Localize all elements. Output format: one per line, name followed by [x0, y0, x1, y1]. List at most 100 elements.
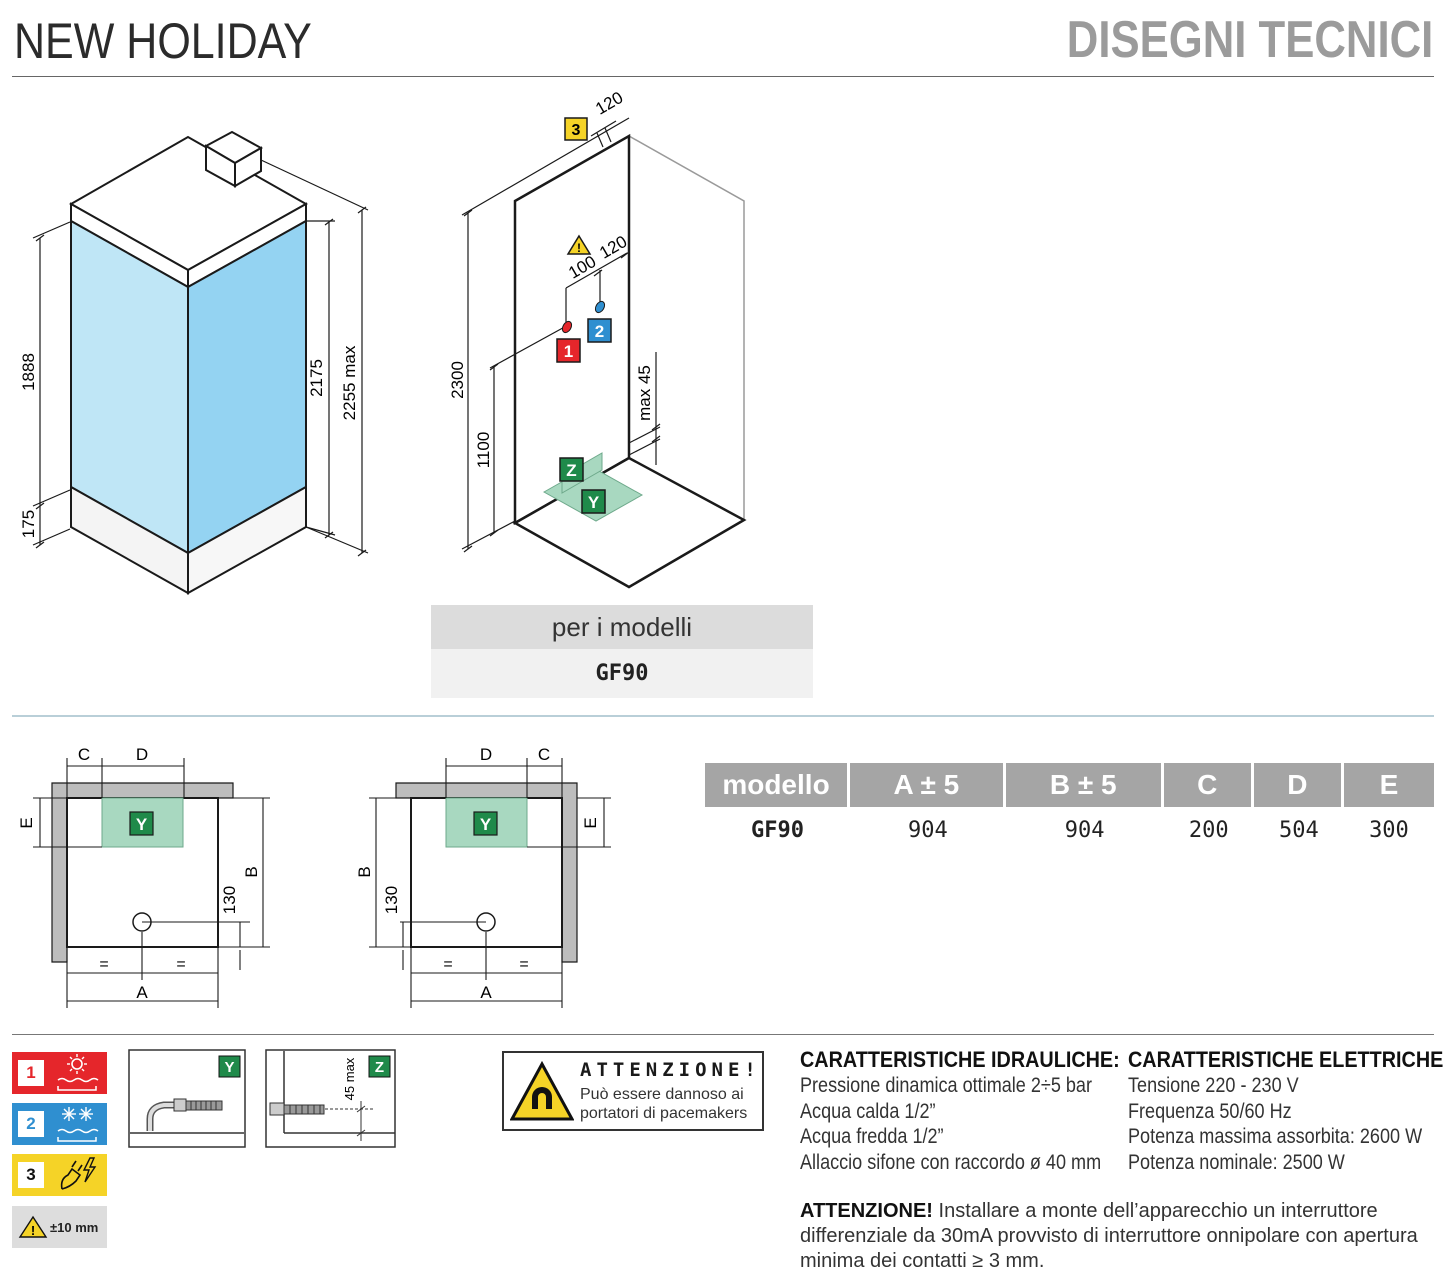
cell-a: 904 — [907, 817, 948, 843]
svg-text:!: ! — [31, 1223, 35, 1238]
dim-2300: 2300 — [448, 361, 467, 399]
legend-cold-water: 2 — [12, 1103, 107, 1145]
cell-c: 200 — [1188, 817, 1229, 843]
warning-line-2: portatori di pacemakers — [580, 1105, 748, 1122]
hydraulic-specs: CARATTERISTICHE IDRAULICHE: Pressione di… — [800, 1047, 1155, 1175]
hydraulic-line-3: Acqua fredda 1/2” — [800, 1125, 944, 1148]
hydraulic-line-1: Pressione dinamica ottimale 2÷5 bar — [800, 1074, 1092, 1097]
legend-tolerance: ! ±10 mm — [12, 1206, 107, 1248]
plan-left-c: C — [78, 745, 90, 764]
plan-right-y-label: Y — [480, 815, 492, 834]
plan-right-eq1: = — [443, 956, 452, 973]
legend-hot-number: 1 — [18, 1060, 44, 1086]
section-title: DISEGNI TECNICI — [1066, 11, 1433, 69]
front-isometric-drawing: 1888 175 2175 2255 max — [19, 130, 369, 595]
models-heading: per i modelli — [431, 605, 813, 649]
bottom-divider — [12, 1034, 1434, 1035]
models-box: per i modelli GF90 — [431, 605, 813, 698]
col-e: E — [1343, 763, 1434, 807]
legend-electric: 3 — [12, 1154, 107, 1196]
plan-left-d: D — [136, 745, 148, 764]
plan-right-y-marker — [473, 811, 498, 836]
legend-hot-water: 1 — [12, 1052, 107, 1094]
cold-water-icon — [57, 1107, 99, 1142]
plan-left-eq2: = — [176, 956, 185, 973]
dim-1888: 1888 — [19, 353, 38, 391]
detail-y-label: Y — [224, 1059, 234, 1076]
svg-text:!: ! — [577, 241, 581, 255]
marker-2 — [587, 318, 612, 343]
plan-left-eq1: = — [99, 956, 108, 973]
detail-y-tag — [218, 1055, 241, 1078]
product-title: NEW HOLIDAY — [14, 13, 312, 69]
magnet-warning-icon — [510, 1061, 574, 1121]
detail-z-tag — [368, 1055, 391, 1078]
electric-line-3: Potenza massima assorbita: 2600 W — [1128, 1125, 1423, 1148]
marker-2-label: 2 — [595, 322, 604, 341]
cell-b: 904 — [1064, 817, 1105, 843]
plan-left-y-label: Y — [136, 815, 148, 834]
plan-left-drawing: Y C D E B 130 = = A — [17, 745, 270, 1008]
plan-right-e: E — [581, 817, 600, 828]
warning-triangle-icon: ! — [18, 1215, 48, 1238]
table-row: GF90 904 904 200 504 300 — [705, 807, 1434, 853]
marker-3-label: 3 — [572, 122, 581, 139]
middle-divider — [12, 715, 1434, 717]
plan-left-130: 130 — [220, 886, 239, 914]
electric-title: CARATTERISTICHE ELETTRICHE: — [1128, 1047, 1445, 1072]
detail-z-dim: 45 max — [342, 1057, 357, 1100]
warning-title: ATTENZIONE! — [580, 1059, 761, 1081]
marker-1-label: 1 — [564, 342, 573, 361]
tolerance-text: ±10 mm — [50, 1219, 99, 1235]
col-d: D — [1253, 763, 1344, 807]
note-lead: ATTENZIONE! — [800, 1200, 933, 1222]
table-header-row: modello A ± 5 B ± 5 C D E — [705, 763, 1434, 807]
detail-y-drawing: Y — [128, 1049, 246, 1148]
cell-e: 300 — [1369, 817, 1409, 843]
plan-left-e: E — [17, 817, 36, 828]
dim-2175: 2175 — [307, 359, 326, 397]
plan-right-eq2: = — [519, 956, 528, 973]
dim-max-45: max 45 — [635, 365, 654, 421]
plan-right-drawing: Y D C E B 130 = = A — [355, 745, 611, 1008]
dimension-table: modello A ± 5 B ± 5 C D E GF90 904 904 2… — [705, 763, 1434, 853]
electric-line-2: Frequenza 50/60 Hz — [1128, 1099, 1292, 1123]
cell-d: 504 — [1278, 817, 1319, 843]
hot-water-icon — [57, 1054, 99, 1091]
electric-line-1: Tensione 220 - 230 V — [1128, 1074, 1299, 1097]
top-divider — [12, 76, 1434, 77]
col-b: B ± 5 — [1005, 763, 1164, 807]
plan-right-d: D — [480, 745, 492, 764]
magnet-warning-box: ATTENZIONE! Può essere dannoso ai portat… — [502, 1051, 764, 1131]
plan-right-a: A — [480, 983, 492, 1002]
marker-z-label: Z — [566, 461, 576, 480]
detail-z-drawing: 45 max Z — [265, 1049, 396, 1148]
col-c: C — [1163, 763, 1254, 807]
dim-175: 175 — [19, 510, 38, 538]
detail-z-label: Z — [375, 1059, 384, 1076]
models-value: GF90 — [431, 649, 813, 698]
marker-1 — [556, 338, 581, 363]
dim-1100: 1100 — [474, 432, 493, 469]
dim-120-top: 120 — [592, 88, 626, 119]
plan-right-130: 130 — [382, 886, 401, 914]
installation-note: ATTENZIONE! Installare a monte dell’appa… — [800, 1199, 1430, 1274]
marker-y-label: Y — [588, 493, 600, 512]
interior-drawing: ! 3 1 2 Z Y 120 120 100 2300 1100 max 45 — [448, 88, 747, 589]
legend-electric-number: 3 — [18, 1162, 44, 1188]
col-modello: modello — [705, 763, 850, 807]
dim-2255-max: 2255 max — [340, 345, 359, 420]
plan-left-b: B — [242, 866, 261, 877]
plan-right-c: C — [538, 745, 550, 764]
plan-left-a: A — [136, 983, 148, 1002]
marker-z — [559, 457, 584, 482]
plan-right-b: B — [355, 866, 374, 877]
warning-line-1: Può essere dannoso ai — [580, 1086, 744, 1103]
legend-cold-number: 2 — [18, 1111, 44, 1137]
col-a: A ± 5 — [850, 763, 1006, 807]
warning-text: Può essere dannoso ai portatori di pacem… — [580, 1085, 747, 1123]
hydraulic-line-2: Acqua calda 1/2” — [800, 1099, 936, 1123]
electric-line-4: Potenza nominale: 2500 W — [1128, 1150, 1345, 1174]
hydraulic-title: CARATTERISTICHE IDRAULICHE: — [800, 1047, 1120, 1072]
hydraulic-line-4: Allaccio sifone con raccordo ø 40 mm — [800, 1150, 1102, 1174]
